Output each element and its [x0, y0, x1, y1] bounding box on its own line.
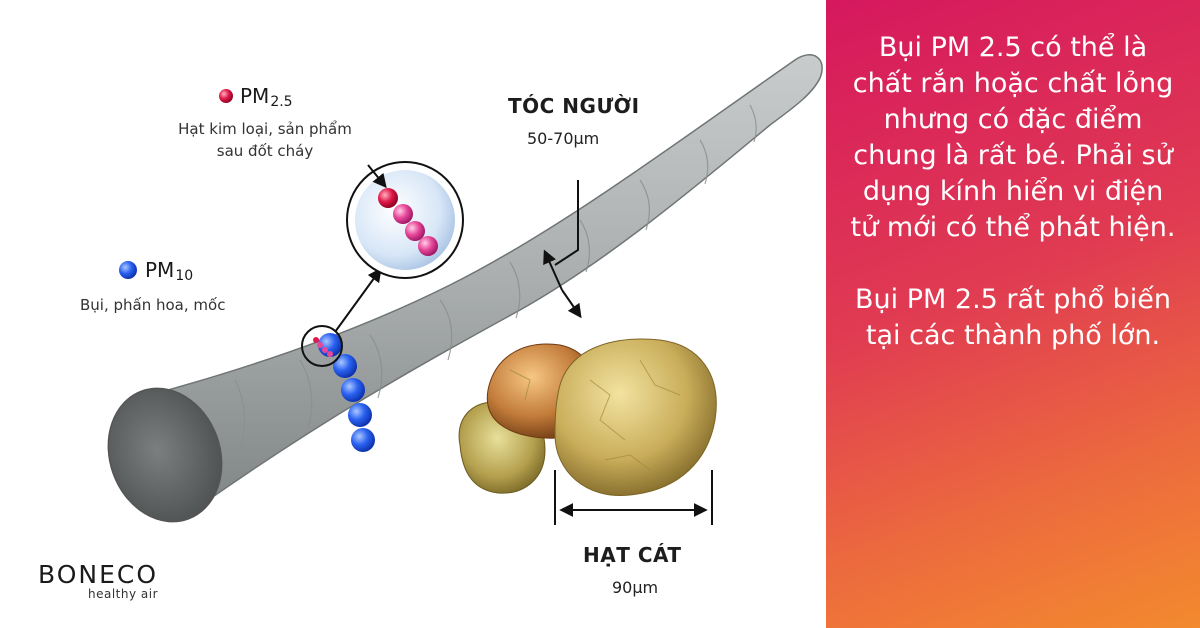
info-panel: Bụi PM 2.5 có thể là chất rắn hoặc chất …: [826, 0, 1200, 628]
hair-size: 50-70µm: [527, 129, 600, 148]
hair-cut-end: [107, 387, 223, 523]
pm10-particles: [318, 333, 375, 452]
info-paragraph-2: Bụi PM 2.5 rất phổ biến tại các thành ph…: [855, 284, 1171, 351]
magnify-arrow: [334, 267, 382, 333]
hair-scales: [234, 104, 757, 451]
brand-name: BONECO: [38, 560, 159, 589]
hair-label: TÓC NGƯỜI: [508, 94, 640, 118]
pm25-desc-line1: Hạt kim loại, sản phẩm: [178, 120, 352, 138]
hair-strand: [149, 54, 823, 522]
pm10-legend-dot: [119, 261, 137, 279]
info-paragraph-1: Bụi PM 2.5 có thể là chất rắn hoặc chất …: [850, 32, 1176, 243]
pm10-label: PM10: [145, 258, 194, 284]
pm25-tiny-particles: [313, 337, 333, 357]
illustration-svg: [107, 54, 823, 525]
sand-label: HẠT CÁT: [583, 543, 682, 567]
small-magnifier-circle: [301, 325, 343, 367]
sand-grains: [458, 338, 717, 497]
brand-tagline: healthy air: [88, 587, 159, 601]
pm25-desc-line2: sau đốt cháy: [216, 142, 314, 160]
particle-size-illustration: PM2.5 Hạt kim loại, sản phẩm sau đốt chá…: [38, 54, 823, 601]
pm25-magnified-particles: [378, 188, 438, 256]
sand-size-marker: [554, 470, 713, 525]
pm25-legend-dot: [219, 89, 233, 103]
sand-size: 90µm: [612, 578, 659, 597]
pm10-description: Bụi, phấn hoa, mốc: [80, 296, 226, 314]
hair-diameter-marker: [543, 180, 582, 319]
info-panel-text: Bụi PM 2.5 có thể là chất rắn hoặc chất …: [846, 30, 1180, 354]
pm25-description: Hạt kim loại, sản phẩm sau đốt cháy: [150, 118, 380, 162]
boneco-logo: BONECO healthy air: [38, 560, 158, 601]
pm25-label: PM2.5: [240, 84, 293, 110]
pm25-pointer-arrow: [367, 164, 387, 189]
